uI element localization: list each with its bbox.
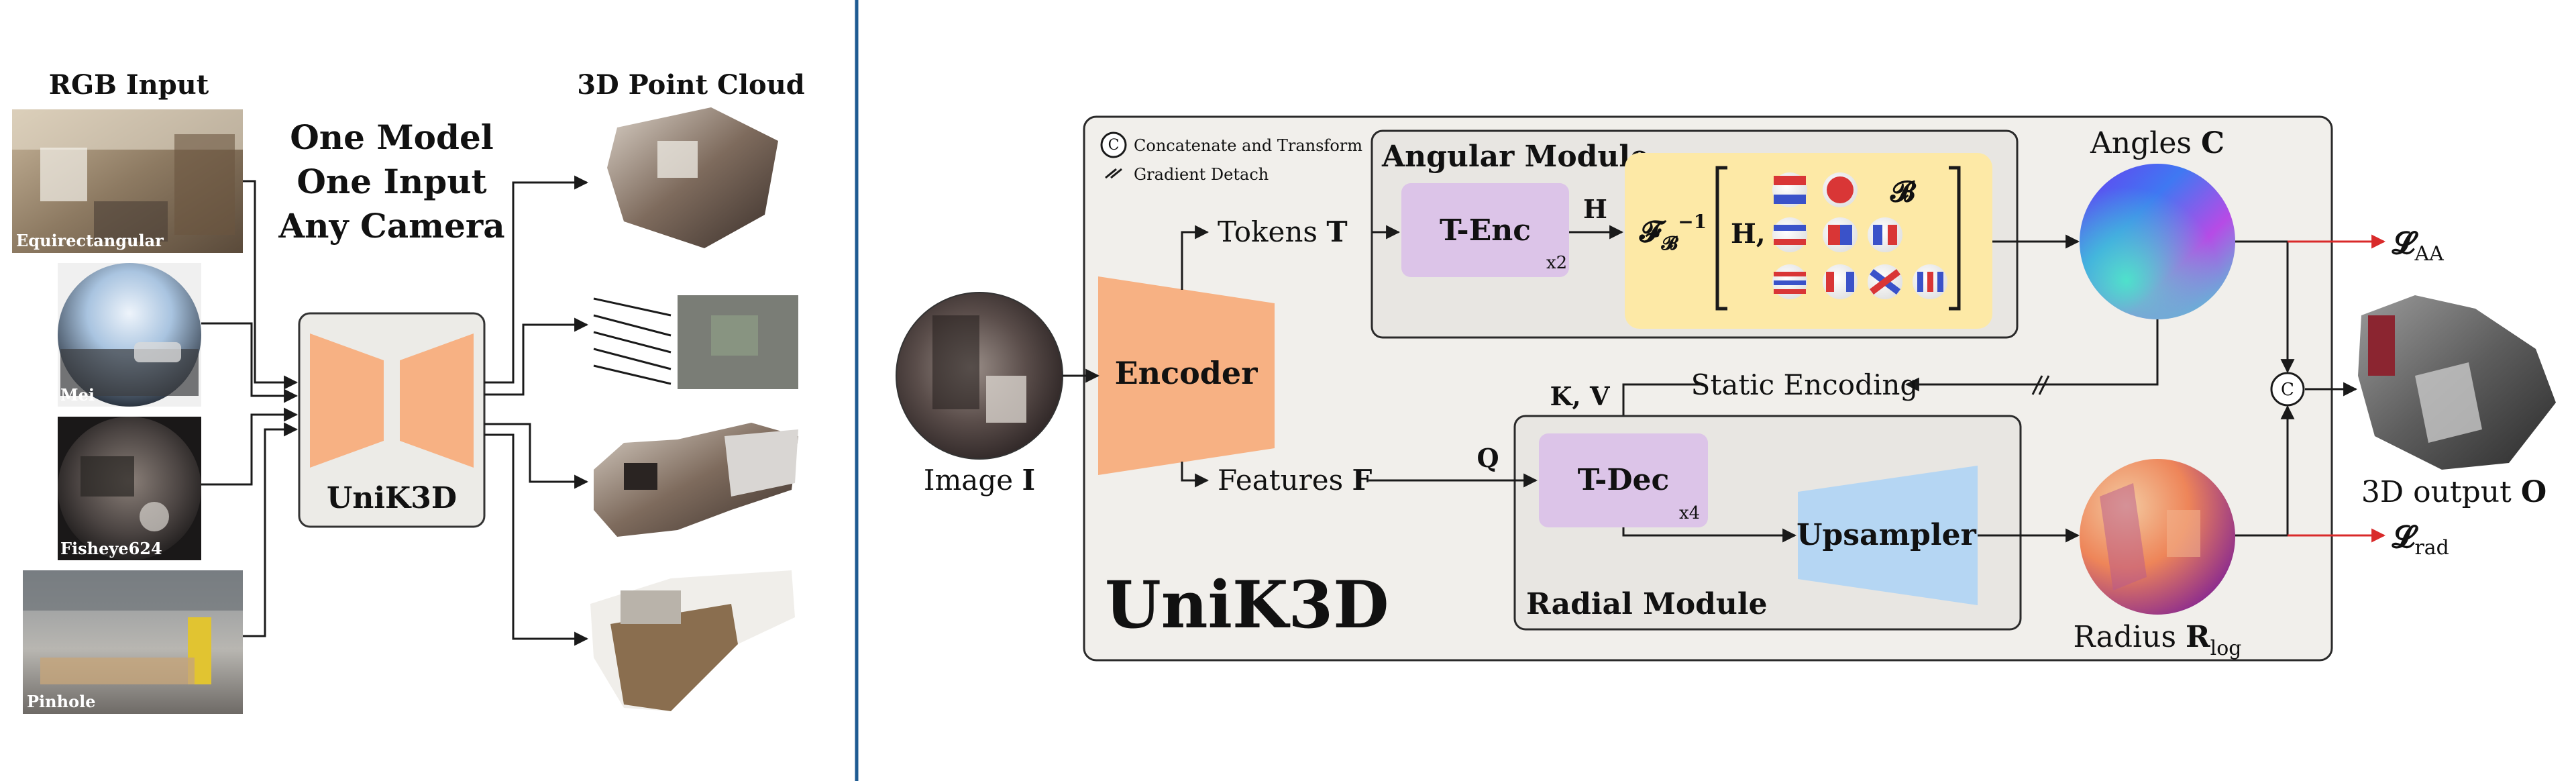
point-cloud-pinhole bbox=[590, 570, 795, 711]
label-fisheye624: Fisheye624 bbox=[60, 539, 162, 558]
point-cloud-mei bbox=[590, 290, 798, 390]
tagline-line-1: One Model bbox=[290, 117, 494, 157]
svg-text:C: C bbox=[1108, 137, 1120, 154]
encoder-block bbox=[1098, 276, 1275, 475]
basis-b-label: 𝓑 bbox=[1890, 175, 1917, 208]
upsampler-block bbox=[1798, 466, 1978, 605]
kv-label: K, V bbox=[1550, 381, 1611, 411]
sh-inverse-operator: 𝓕𝓑−1 bbox=[1639, 211, 1707, 254]
legend-detach-label: Gradient Detach bbox=[1134, 165, 1269, 184]
angles-map bbox=[2080, 164, 2235, 319]
basis-close-bracket bbox=[1949, 166, 1961, 311]
radius-label: Radius Rlog bbox=[2074, 620, 2242, 660]
left-model-box: UniK3D bbox=[298, 312, 486, 528]
loss-aa: 𝓛AA bbox=[2392, 225, 2444, 266]
t-enc-block bbox=[1401, 183, 1569, 277]
concat-node bbox=[2270, 372, 2305, 407]
spherical-harmonics-icon bbox=[1772, 172, 1947, 299]
loss-arrows bbox=[2288, 234, 2386, 543]
tdec-to-upsampler-arrow bbox=[1622, 527, 1797, 543]
legend-concat-label: Concatenate and Transform bbox=[1134, 136, 1362, 155]
label-equirectangular: Equirectangular bbox=[16, 231, 164, 250]
input-mei: Mei bbox=[58, 263, 201, 407]
sh-ball bbox=[1823, 264, 1858, 299]
point-cloud-title: 3D Point Cloud bbox=[577, 69, 805, 101]
input-equirectangular: Equirectangular bbox=[12, 109, 243, 253]
concat-legend-icon bbox=[1100, 132, 1127, 158]
basis-h-label: H, bbox=[1731, 218, 1766, 250]
upsampler-label: Upsampler bbox=[1796, 518, 1976, 552]
sh-ball bbox=[1823, 217, 1858, 252]
rgb-input-title: RGB Input bbox=[49, 69, 209, 101]
static-encoding-label: Static Encoding bbox=[1691, 368, 1919, 401]
point-cloud-fisheye624 bbox=[594, 423, 798, 537]
sh-ball bbox=[1772, 264, 1807, 299]
t-enc-label: T-Enc bbox=[1440, 213, 1531, 248]
sh-ball bbox=[1913, 264, 1947, 299]
point-cloud-equirectangular bbox=[607, 107, 778, 248]
t-dec-block bbox=[1539, 433, 1708, 527]
sh-ball bbox=[1772, 172, 1807, 207]
tokens-label: Tokens T bbox=[1218, 215, 1348, 248]
t-dec-multiplier: x4 bbox=[1679, 503, 1700, 523]
radial-module-label: Radial Module bbox=[1526, 587, 1768, 621]
output-label: 3D output O bbox=[2361, 475, 2546, 509]
gradient-detach-icon bbox=[1105, 168, 1122, 179]
output-connectors bbox=[484, 175, 589, 646]
encoder-connectors bbox=[1063, 225, 1210, 488]
input-fisheye624: Fisheye624 bbox=[58, 417, 201, 560]
encoder-label: Encoder bbox=[1115, 355, 1258, 391]
input-pinhole: Pinhole bbox=[23, 570, 243, 714]
left-panel: RGB Input One Model One Input Any Camera… bbox=[12, 69, 805, 714]
angles-label: Angles C bbox=[2090, 126, 2224, 160]
image-label: Image I bbox=[924, 464, 1035, 497]
sh-ball bbox=[1868, 264, 1902, 299]
brand-label: UniK3D bbox=[1105, 567, 1389, 643]
tagline-line-3: Any Camera bbox=[278, 206, 504, 246]
q-label: Q bbox=[1477, 443, 1499, 473]
input-connectors bbox=[201, 180, 299, 637]
t-dec-label: T-Dec bbox=[1578, 463, 1670, 497]
concat-node-label: C bbox=[2281, 380, 2294, 400]
basis-open-bracket bbox=[1715, 166, 1727, 311]
angular-module-label: Angular Module bbox=[1381, 140, 1649, 174]
features-label: Features F bbox=[1218, 464, 1373, 497]
tagline-line-2: One Input bbox=[297, 162, 486, 201]
sh-ball bbox=[1823, 172, 1858, 207]
t-enc-multiplier: x2 bbox=[1546, 253, 1567, 273]
legend: C Concatenate and Transform Gradient Det… bbox=[1100, 132, 1362, 184]
loss-rad: 𝓛rad bbox=[2392, 519, 2449, 560]
input-image: Image I bbox=[896, 292, 1063, 497]
radius-map bbox=[2080, 459, 2235, 615]
sh-ball bbox=[1772, 217, 1807, 252]
left-model-label: UniK3D bbox=[327, 481, 457, 515]
architecture-panel: C Concatenate and Transform Gradient Det… bbox=[896, 115, 2556, 662]
sh-ball bbox=[1868, 217, 1902, 252]
label-pinhole: Pinhole bbox=[27, 692, 95, 711]
h-label: H bbox=[1583, 194, 1607, 224]
output-3d-render bbox=[2358, 295, 2556, 470]
basis-panel bbox=[1625, 153, 1992, 329]
label-mei: Mei bbox=[60, 385, 95, 405]
